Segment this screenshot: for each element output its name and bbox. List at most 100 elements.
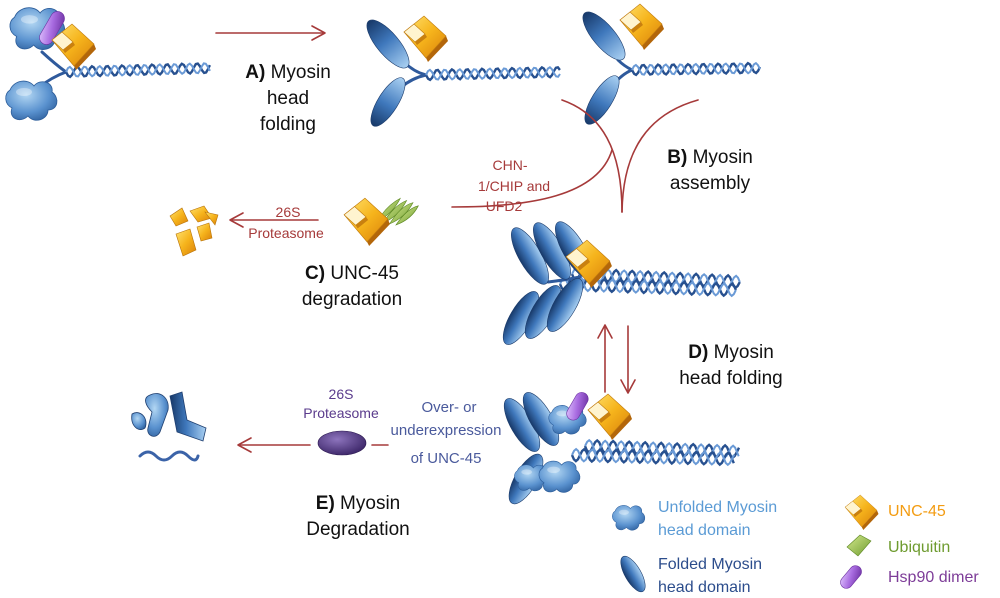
expression-line3: of UNC-45: [411, 450, 482, 467]
myosin-tail-helix: [570, 447, 735, 467]
step-b-line2: assembly: [670, 173, 751, 194]
unc45-fragment: [175, 228, 197, 257]
legend-ubiquitin: Ubiquitin: [846, 534, 950, 557]
arrow-a-head-folding: [215, 25, 326, 41]
step-d-letter: D): [688, 342, 708, 363]
proteasome-e-line1: 26S: [329, 386, 354, 402]
unc45-fragments: [169, 205, 219, 257]
step-d-line1: D) Myosin: [688, 342, 774, 363]
step-a-line2: head: [267, 88, 309, 109]
arrow-chn1-chip-ufd2: [451, 149, 613, 208]
proteasome-26s: [317, 430, 367, 456]
step-a-label: A) Myosin head folding: [245, 62, 331, 135]
helix-strand: [631, 61, 761, 76]
folded-myosin-head: [582, 11, 626, 61]
chn1-line3: UFD2: [486, 198, 523, 214]
proteasome-c-label: 26S Proteasome: [248, 204, 324, 241]
legend-folded-text: Folded Myosin head domain: [658, 556, 762, 596]
unc45-fragment: [196, 222, 213, 242]
unc45-chaperone: [343, 197, 391, 246]
helix-strand: [425, 66, 561, 81]
step-d-line2: head folding: [679, 368, 783, 389]
arrow-d-head-folding: [597, 324, 636, 394]
helix-strand: [559, 276, 737, 298]
step-d-word: Myosin: [714, 342, 774, 363]
folded-myosin-with-unc45: [366, 15, 561, 127]
folded-myosin-head: [546, 278, 584, 332]
chn1-chip-ufd2-label: CHN- 1/CHIP and UFD2: [478, 157, 550, 214]
arrowhead: [237, 437, 252, 453]
myosin-tail-fragment: [138, 450, 200, 462]
chn1-line1: CHN-: [493, 157, 528, 173]
folded-myosin-head: [366, 19, 410, 69]
step-e-label: E) Myosin Degradation: [306, 493, 410, 540]
step-c-word: UNC-45: [330, 263, 399, 284]
legend-unc45-label: UNC-45: [888, 503, 946, 520]
arrow-e-degradation: [237, 437, 389, 453]
myosin-fragment: [131, 412, 147, 431]
helix-strand: [630, 61, 762, 77]
arrow-curve: [621, 99, 699, 213]
arrow-c-degradation: [229, 212, 319, 228]
unfolded-myosin-head-icon: [611, 504, 646, 531]
proteasome-e-label: 26S Proteasome: [303, 386, 379, 421]
arrowhead-down: [620, 379, 636, 394]
expression-label: Over- or underexpression of UNC-45: [391, 399, 502, 467]
unc45-chaperone: [403, 15, 449, 62]
step-a-line1: A) Myosin: [245, 62, 331, 83]
legend-hsp90: Hsp90 dimer: [840, 565, 979, 589]
step-a-word: Myosin: [271, 62, 331, 83]
folded-myosin-head-icon: [620, 555, 646, 593]
step-e-letter: E): [316, 493, 335, 514]
arrowhead-up: [597, 324, 613, 339]
unc45-fragment: [204, 211, 219, 226]
legend-hsp90-label: Hsp90 dimer: [888, 569, 979, 586]
arrowhead: [229, 212, 244, 228]
unc45-chaperone: [587, 393, 633, 440]
step-a-letter: A): [245, 62, 265, 83]
step-b-letter: B): [667, 147, 687, 168]
myosin-fragment: [169, 391, 207, 442]
step-b-label: B) Myosin assembly: [667, 147, 753, 194]
folded-myosin-head: [584, 75, 620, 125]
expression-line1: Over- or: [421, 399, 476, 416]
arrow-curve: [561, 99, 623, 213]
hsp90-dimer-icon: [840, 565, 862, 589]
helix-strand: [571, 447, 735, 467]
unfolded-myosin-head: [538, 460, 581, 493]
initial-unfolded-myosin-complex: [5, 7, 211, 121]
step-e-word: Myosin: [340, 493, 400, 514]
step-e-line1: E) Myosin: [316, 493, 400, 514]
step-e-line2: Degradation: [306, 519, 410, 540]
step-b-line1: B) Myosin: [667, 147, 753, 168]
chn1-line2: 1/CHIP and: [478, 178, 550, 194]
arrow-b-assembly: [561, 99, 699, 213]
step-c-label: C) UNC-45 degradation: [302, 263, 402, 310]
helix-strand: [570, 447, 735, 467]
step-c-line2: degradation: [302, 289, 402, 310]
legend-unfolded-text: Unfolded Myosin head domain: [658, 499, 777, 539]
arrowhead: [311, 25, 326, 41]
expression-line2: underexpression: [391, 422, 502, 439]
myosin-fragment: [145, 393, 169, 437]
myosin-tail-helix: [424, 65, 561, 82]
legend-unfolded-line1: Unfolded Myosin: [658, 499, 777, 516]
ubiquitinated-unc45: [343, 197, 419, 246]
myosin-neck: [546, 275, 582, 284]
step-c-line1: C) UNC-45: [305, 263, 399, 284]
folded-myosin-with-unc45: [582, 3, 762, 125]
partially-unfolded-myosin-filament: [503, 392, 741, 505]
myosin-tail-helix: [630, 61, 762, 77]
step-d-label: D) Myosin head folding: [679, 342, 783, 389]
proteasome-c-line1: 26S: [276, 204, 301, 220]
legend-unfolded: Unfolded Myosin head domain: [611, 499, 777, 539]
unc45-icon: [844, 494, 879, 530]
folded-myosin-head: [370, 77, 406, 127]
myosin-neck: [40, 50, 68, 74]
proteasome-c-line2: Proteasome: [248, 225, 324, 241]
degraded-myosin-fragments: [131, 391, 207, 462]
myosin-tail-helix: [64, 62, 211, 79]
legend-ubiquitin-label: Ubiquitin: [888, 539, 950, 556]
step-a-line3: folding: [260, 114, 316, 135]
